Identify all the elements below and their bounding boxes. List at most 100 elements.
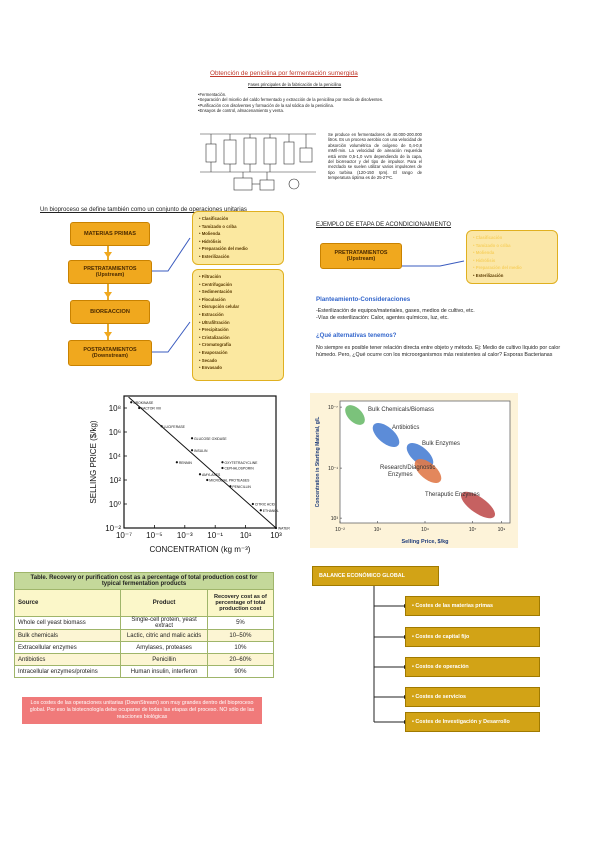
- example-op: • Clasificación: [473, 235, 503, 240]
- x-tick-label: 10¹: [240, 531, 252, 540]
- table-cell: Antibiotics: [13, 653, 122, 666]
- upstream-op: • Clasificación: [199, 216, 229, 221]
- phase-item: •Separación del micelio del caldo fermen…: [198, 97, 384, 103]
- y-tick-label: 10⁻¹: [328, 466, 338, 472]
- table-cell: Single-cell protein, yeast extract: [120, 616, 208, 630]
- downstream-op: • Cromatografía: [199, 342, 232, 348]
- product-bubble: [460, 491, 496, 519]
- box-bioreaccion: BIOREACCION: [70, 300, 150, 324]
- concentration-price-plot: 10⁻² 10¹ 10⁴ 10⁷ 10⁹ 10⁻⁷ 10⁻¹ 10³ Bulk Chemical…: [315, 400, 511, 545]
- data-point: [206, 478, 209, 482]
- x-tick-label: 10⁷: [469, 527, 477, 533]
- example-op: • Esterilización: [473, 272, 504, 278]
- example-op: • Preparación del medio: [473, 265, 522, 271]
- downstream-op: • Ultrafiltración: [199, 319, 230, 325]
- balance-item-servicios: • Costes de servicios: [405, 687, 540, 707]
- box-postratamientos: POSTRATAMIENTOS (Downstream): [68, 340, 152, 366]
- x-tick-label: 10⁴: [421, 527, 429, 533]
- data-point: [274, 526, 278, 530]
- x-tick-label: 10⁻²: [335, 527, 345, 533]
- example-ops-list: • Clasificación • Tamizado o criba • Mol…: [466, 230, 558, 284]
- y-tick-label: 10⁴: [109, 452, 122, 461]
- example-op: • Hidrólisis: [473, 257, 496, 263]
- table-cell: 5%: [206, 616, 275, 630]
- fermentation-plant-diagram: [200, 133, 316, 191]
- example-pretratamientos-box: PRETRATAMIENTOS (Upstream): [320, 243, 402, 269]
- upstream-op: • Tamizado o criba: [199, 223, 237, 229]
- table-cell: Amylases, proteases: [120, 641, 208, 654]
- x-tick-label: 10⁻⁵: [146, 531, 162, 540]
- data-point: [190, 449, 194, 452]
- table-cell: Lactic, citric and malic acids: [120, 629, 208, 642]
- recovery-cost-table-wrap: Table. Recovery or purification cost as …: [13, 572, 275, 678]
- bubble-label: Bulk Chemicals/Biomass: [368, 407, 434, 413]
- considerations-title: Planteamiento-Consideraciones: [316, 296, 411, 303]
- table-cell: 10–50%: [206, 629, 275, 642]
- data-point: [229, 485, 232, 488]
- y-tick-label: 10²: [109, 476, 121, 485]
- upstream-op: • Molienda: [199, 231, 221, 237]
- trend-line: [128, 396, 277, 529]
- y-tick-label: 10³: [331, 516, 339, 522]
- example-op: • Molienda: [473, 250, 495, 256]
- y-tick-label: 10⁻⁷: [328, 405, 338, 411]
- table-cell: Extracellular enzymes: [13, 641, 122, 654]
- recovery-cost-table: Source Product Recovery cost as of perce…: [13, 589, 275, 678]
- data-label: GLUCOSE OXIDASE: [194, 437, 227, 441]
- data-label: CEPHALOSPORIN: [224, 467, 254, 471]
- penicillin-subtitle: Fases principales de la fabricación de l…: [248, 82, 342, 87]
- x-tick-label: 10⁻³: [177, 531, 193, 540]
- considerations-list: -Esterilización de equipos/materiales, g…: [316, 308, 566, 322]
- product-bubble: [372, 423, 400, 447]
- downstream-op: • Sedimentación: [199, 289, 233, 295]
- phase-item: •Purificación con disolventes y formació…: [198, 102, 335, 108]
- downstream-op: • Centrifugación: [199, 281, 233, 287]
- table-header: Product: [120, 589, 208, 617]
- downstream-ops-list: • Filtración • Centrifugación • Sediment…: [192, 269, 284, 381]
- y-axis-label: SELLING PRICE ($/kg): [89, 420, 98, 503]
- table-cell: Intracellular enzymes/proteins: [13, 665, 122, 678]
- alternatives-text: No siempre es posible tener relación dir…: [316, 345, 561, 358]
- downstream-op: • Precipitación: [199, 327, 229, 333]
- table-cell: Whole cell yeast biomass: [13, 616, 122, 630]
- example-heading: EJEMPLO DE ETAPA DE ACONDICIONAMIENTO: [316, 222, 452, 228]
- data-label: INSULIN: [194, 449, 208, 453]
- y-tick-label: 10⁶: [109, 428, 121, 437]
- data-label: CITRIC ACID: [255, 503, 276, 507]
- table-row: Whole cell yeast biomass Single-cell pro…: [13, 616, 275, 630]
- table-cell: 20–60%: [206, 653, 275, 666]
- concentration-price-chart: 10⁻² 10¹ 10⁴ 10⁷ 10⁹ 10⁻⁷ 10⁻¹ 10³ Bulk Chemical…: [310, 393, 518, 548]
- table-header: Recovery cost as of percentage of total …: [206, 589, 275, 617]
- x-tick-label: 10¹: [374, 527, 382, 533]
- example-connector: [400, 260, 465, 267]
- fermentation-description: Se produce en fermentadores de 40.000-20…: [328, 132, 422, 181]
- table-row: Bulk chemicals Lactic, citric and malic …: [13, 629, 275, 642]
- balance-item-investigacion: • Costes de Investigación y Desarrollo: [405, 712, 540, 732]
- downstream-op: • Envasado: [199, 365, 222, 371]
- downstream-cost-note: Los costes de las operaciones unitarias …: [22, 697, 262, 724]
- data-label: RENNIN: [179, 461, 193, 465]
- phases-list: •Fermentación. •Separación del micelio d…: [198, 92, 413, 114]
- phase-item: •Fermentación.: [198, 92, 227, 97]
- downstream-op: • Extracción: [199, 311, 224, 317]
- data-point: [130, 401, 133, 404]
- penicillin-title: Obtención de penicilina por fermentación…: [210, 70, 358, 77]
- x-tick-label: 10³: [270, 531, 282, 540]
- table-cell: 10%: [206, 641, 275, 654]
- x-tick-label: 10⁻⁷: [116, 531, 132, 540]
- upstream-op: • Hidrólisis: [199, 238, 222, 244]
- data-label: PENICILLIN: [232, 485, 251, 489]
- balance-item-capital-fijo: • Costes de capital fijo: [405, 627, 540, 647]
- product-bubble: [345, 405, 365, 425]
- y-axis-label: Concentration in Starting Material, g/L: [315, 417, 321, 508]
- data-point: [259, 509, 262, 512]
- data-label: FACTOR VIII: [141, 407, 161, 411]
- table-cell: Human insulin, interferon: [120, 665, 208, 678]
- data-label: WATER: [278, 527, 290, 531]
- data-label: UROKINASE: [133, 401, 154, 405]
- y-tick-label: 10⁰: [109, 500, 121, 509]
- data-label: OXYTETRACYCLINE: [224, 461, 258, 465]
- x-tick-label: 10⁹: [498, 527, 506, 533]
- x-axis-label: CONCENTRATION (kg m⁻³): [150, 545, 251, 554]
